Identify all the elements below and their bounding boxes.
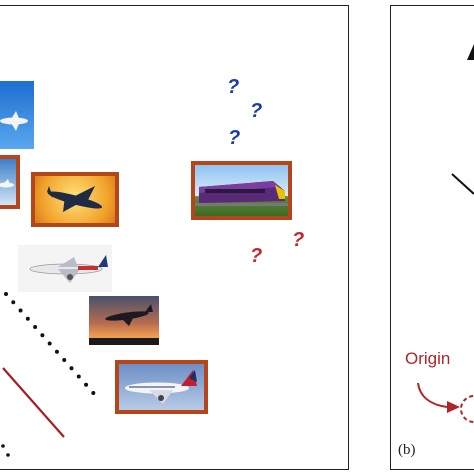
panel-b-diagonal — [451, 173, 474, 195]
dotted-boundary-line — [4, 292, 98, 398]
unknown-mark-red-1: ? — [292, 229, 305, 251]
airplane-sunset-image — [89, 296, 159, 345]
airplane-blue-sky-image — [0, 81, 34, 149]
delta-airliner-image — [115, 360, 208, 414]
unknown-mark-blue-1: ? — [227, 76, 240, 98]
unknown-mark-red-2: ? — [250, 245, 263, 267]
unknown-mark-blue-3: ? — [228, 127, 241, 149]
airplane-blue-sky-2-image — [0, 155, 20, 209]
axis-arrowhead — [467, 44, 474, 60]
unknown-mark-blue-2: ? — [250, 100, 263, 122]
origin-dashed-circle — [460, 395, 474, 423]
dot-1 — [1, 444, 5, 448]
airplane-yellow-sky-image — [31, 172, 119, 227]
airliner-white-background-image — [18, 245, 112, 292]
origin-arrow — [417, 382, 448, 408]
panel-b — [390, 5, 474, 470]
dot-2 — [6, 453, 10, 457]
origin-arrowhead — [447, 401, 460, 413]
train-purple-image — [191, 161, 292, 220]
red-boundary-line — [2, 367, 65, 438]
panel-b-label: (b) — [398, 442, 416, 458]
origin-label: Origin — [405, 349, 451, 368]
